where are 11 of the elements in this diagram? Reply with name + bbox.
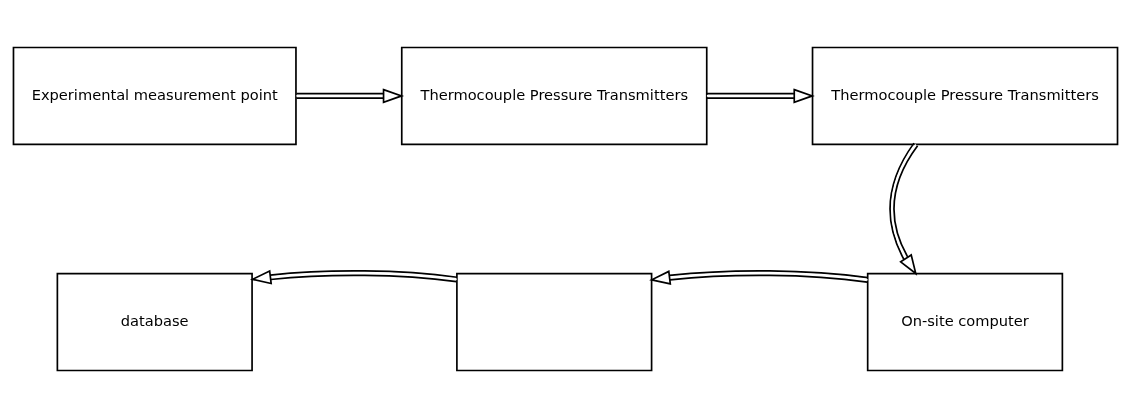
arrow [295,88,405,104]
node-box: Thermocouple Pressure Transmitters [400,46,708,146]
node-box: Experimental measurement point [12,46,297,146]
node-box: On-site computer [866,272,1064,372]
node-box: Thermocouple Pressure Transmitters [811,46,1119,146]
node-box: database [56,272,253,372]
node-box [456,272,653,372]
arrow [706,88,815,104]
arrow [889,142,919,276]
arrow [649,270,869,285]
arrow [250,269,458,285]
